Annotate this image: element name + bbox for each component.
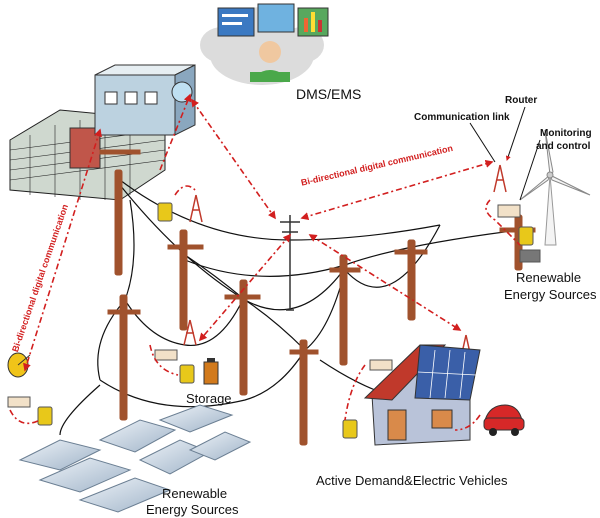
router-label: Router: [505, 95, 538, 106]
monitoring-label-line1: Monitoring: [540, 128, 592, 139]
monitoring-pointer: [519, 139, 541, 201]
renewable-right-label-line2: Energy Sources: [504, 287, 597, 302]
renewable-bottom-label-line2: Energy Sources: [146, 502, 239, 517]
dms-ems-label: DMS/EMS: [296, 86, 362, 102]
renewable-bottom-label-line1: Renewable: [162, 486, 228, 501]
solar-panel-array-icon: [18, 404, 252, 513]
wind-turbine-icon: [519, 129, 591, 246]
electric-vehicle-icon: [483, 404, 525, 436]
communication-tower-icon: [280, 215, 300, 311]
house-icon: [363, 344, 481, 446]
comm-link-pointer: [469, 122, 496, 163]
communication-link-label: Communication link: [414, 112, 510, 123]
monitoring-label-line2: and control: [536, 141, 591, 152]
substation-icon: [9, 64, 196, 201]
storage-battery-icon: [203, 358, 219, 385]
router-pointer: [505, 106, 526, 161]
renewable-right-label-line1: Renewable: [516, 270, 582, 285]
satellite-dish-icon: [7, 352, 31, 378]
communication-links: [9, 93, 521, 431]
storage-label: Storage: [186, 391, 232, 406]
dms-ems-operator-icon: [200, 3, 329, 85]
active-demand-label: Active Demand&Electric Vehicles: [316, 473, 508, 488]
router-icons: [7, 204, 541, 408]
smart-meter-icons: [37, 202, 534, 439]
